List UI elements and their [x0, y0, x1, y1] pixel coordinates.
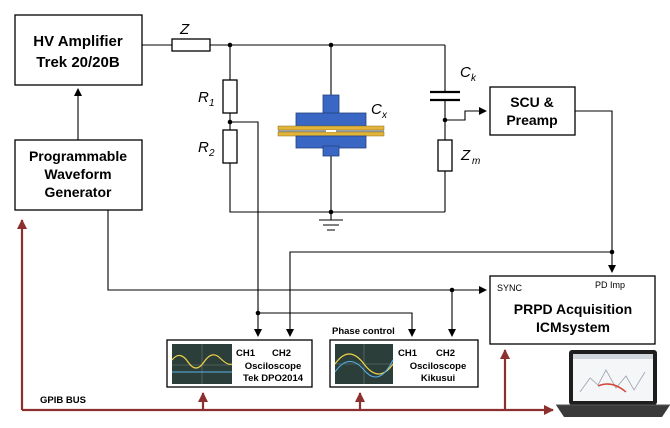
r2-label: R 2	[198, 139, 215, 159]
gpib-bus	[17, 219, 554, 415]
kikusui-osc-label: Osciloscope	[410, 361, 467, 372]
r1-label: R 1	[198, 89, 215, 109]
oscilloscope-kikusui-block: CH1 CH2 Osciloscope Kikusui	[329, 339, 479, 388]
scu-preamp-block: SCU & Preamp	[489, 86, 576, 136]
tek-model: Tek DPO2014	[243, 373, 304, 384]
zm-impedance	[437, 139, 453, 172]
scu-line2: Preamp	[506, 112, 557, 128]
svg-text:Z: Z	[460, 147, 471, 164]
kikusui-ch2: CH2	[436, 348, 455, 359]
svg-text:C: C	[460, 64, 471, 81]
z-label: Z	[179, 21, 190, 38]
svg-text:m: m	[472, 156, 480, 167]
gpib-bus-label: GPIB BUS	[40, 395, 86, 406]
oscilloscope-screen-thumbnail	[171, 344, 233, 384]
waveform-generator-block: Programmable Waveform Generator	[14, 139, 143, 211]
ground-symbol	[319, 219, 343, 231]
cx-sample-icon	[277, 94, 385, 157]
hv-amplifier-block: HV Amplifier Trek 20/20B	[14, 14, 143, 86]
oscilloscope-screen-thumbnail	[334, 344, 394, 384]
hv-amplifier-title: HV Amplifier	[33, 33, 123, 50]
cx-label: C x	[371, 101, 388, 121]
waveform-generator-line1: Programmable	[29, 148, 127, 164]
svg-text:2: 2	[208, 148, 215, 159]
r2-resistor	[222, 129, 238, 164]
waveform-generator-line3: Generator	[45, 184, 112, 200]
component-labels: Z R 1 R 2 C x C k Z m	[179, 21, 480, 167]
zm-label: Z m	[460, 147, 480, 167]
svg-text:k: k	[471, 73, 477, 84]
waveform-generator-line2: Waveform	[44, 166, 111, 182]
prpd-system: ICMsystem	[536, 319, 610, 335]
svg-text:x: x	[381, 110, 388, 121]
phase-control-label: Phase control	[332, 326, 395, 337]
kikusui-model: Kikusui	[421, 373, 455, 384]
scu-line1: SCU &	[510, 94, 554, 110]
signal-wiring	[74, 88, 616, 337]
hv-wiring	[142, 38, 448, 231]
r1-resistor	[222, 79, 238, 114]
kikusui-ch1: CH1	[398, 348, 418, 359]
z-resistor	[171, 38, 211, 52]
tek-ch2: CH2	[272, 348, 291, 359]
ck-label: C k	[460, 64, 477, 84]
hv-amplifier-model: Trek 20/20B	[36, 54, 120, 71]
svg-text:1: 1	[209, 98, 215, 109]
prpd-title: PRPD Acquisition	[514, 301, 633, 317]
svg-text:R: R	[198, 89, 209, 106]
svg-text:C: C	[371, 101, 382, 118]
pd-imp-label: PD Imp	[595, 280, 625, 290]
oscilloscope-tek-block: CH1 CH2 Osciloscope Tek DPO2014	[166, 339, 313, 388]
svg-text:R: R	[198, 139, 209, 156]
tek-osc-label: Osciloscope	[245, 361, 302, 372]
ck-capacitor	[430, 90, 460, 102]
prpd-acquisition-block: SYNC PD Imp PRPD Acquisition ICMsystem	[489, 275, 656, 345]
sync-label: SYNC	[497, 283, 523, 293]
laptop-icon	[556, 350, 670, 417]
tek-ch1: CH1	[236, 348, 256, 359]
